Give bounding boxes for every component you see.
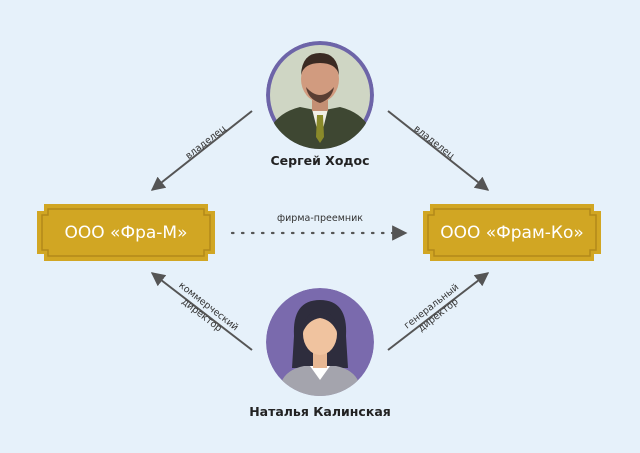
arrow-owner-to-fra-m xyxy=(150,110,253,191)
company-box-fram-ko: ООО «Фрам-Ко» xyxy=(423,204,601,261)
arrow-general-director xyxy=(387,272,490,351)
person-name-bottom: Наталья Калинская xyxy=(249,404,391,419)
company-name-fra-m: ООО «Фра-М» xyxy=(64,222,188,243)
label-successor: фирма-преемник xyxy=(277,213,363,224)
company-plaque-shape xyxy=(423,204,601,261)
arrow-commercial-director xyxy=(150,272,253,351)
company-name-fram-ko: ООО «Фрам-Ко» xyxy=(440,222,584,243)
avatar-bottom-person xyxy=(266,288,374,396)
person-name-top: Сергей Ходос xyxy=(270,153,370,168)
arrow-owner-to-fram-ko xyxy=(387,110,490,191)
avatar-top-person xyxy=(266,41,374,149)
company-box-fra-m: ООО «Фра-М» xyxy=(37,204,215,261)
company-plaque-shape xyxy=(37,204,215,261)
